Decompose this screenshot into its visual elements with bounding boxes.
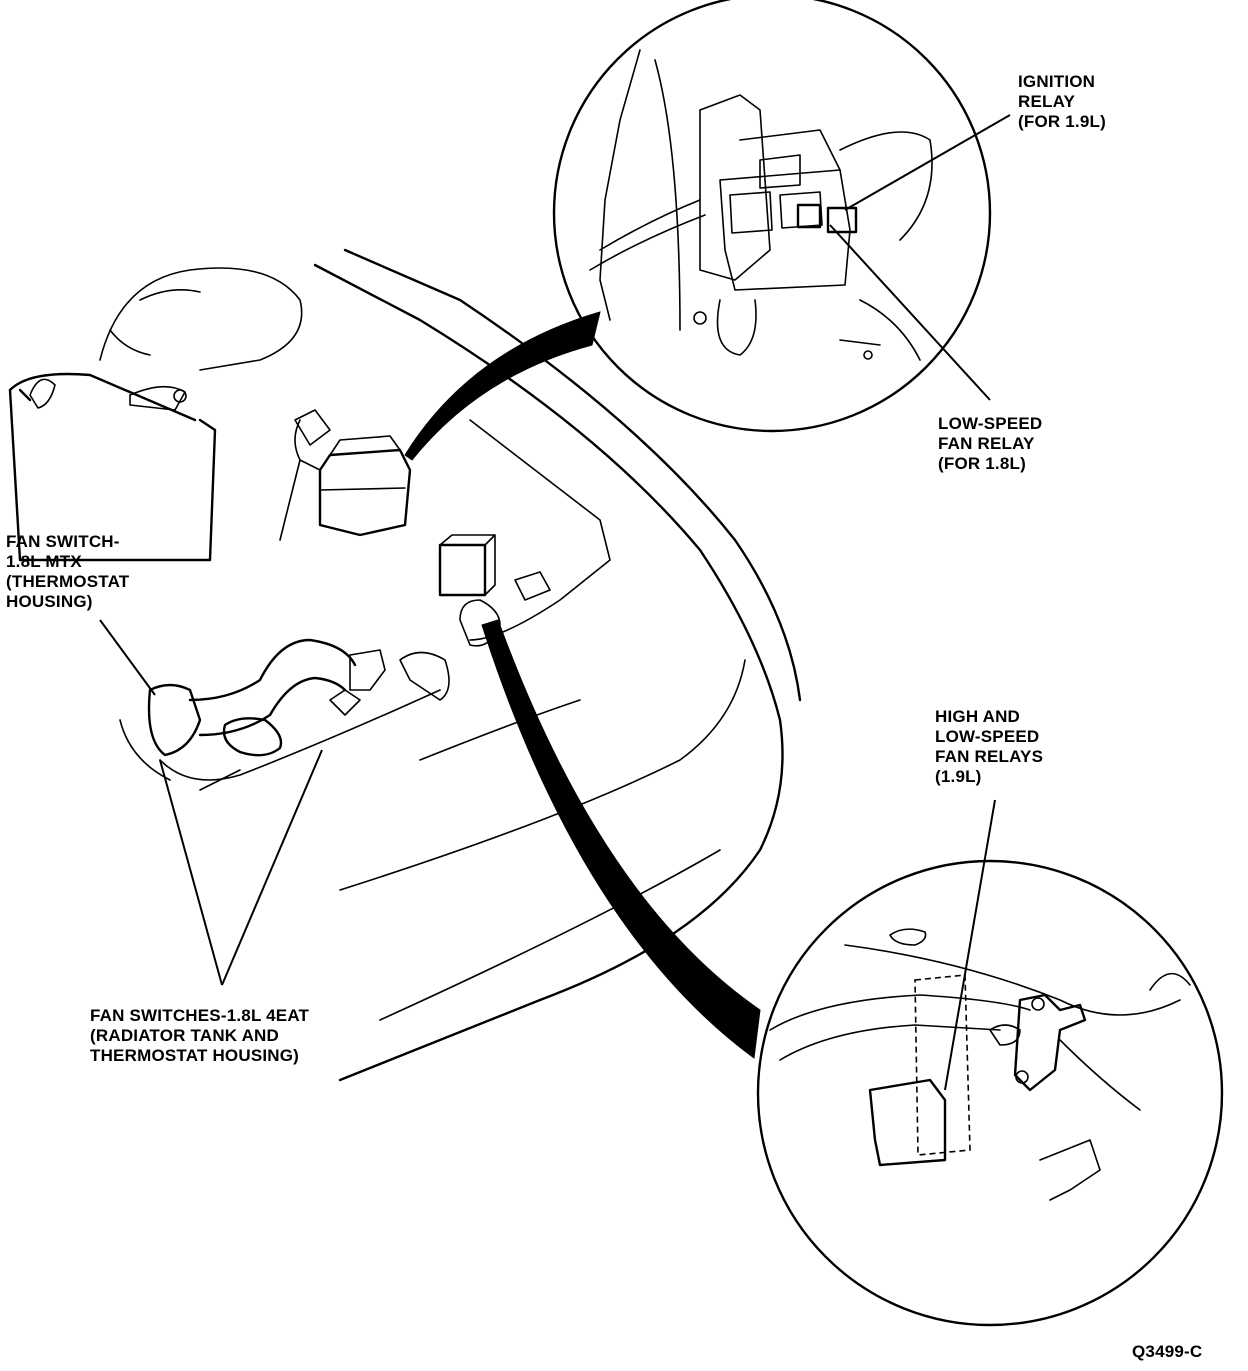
- label-fan-switch-mtx: FAN SWITCH- 1.8L MTX (THERMOSTAT HOUSING…: [6, 532, 130, 611]
- leader-ignition-relay: [844, 114, 1011, 211]
- label-high-low-fan-relays: HIGH AND LOW-SPEED FAN RELAYS (1.9L): [935, 707, 1044, 786]
- engine-relay-box: [279, 409, 412, 541]
- leader-low-speed-fan-relay: [829, 224, 991, 401]
- inset-circle-upper: [552, 0, 992, 433]
- radiator-hose-assembly: [119, 638, 450, 791]
- small-relays: [438, 534, 551, 647]
- lower-callout-band: [481, 619, 761, 1059]
- leader-high-low-fan-relays: [944, 799, 996, 1091]
- upper-callout-band: [404, 311, 601, 461]
- battery-drawing: [8, 267, 303, 562]
- leader-fan-switch-mtx: [99, 619, 156, 696]
- label-fan-switches-4eat: FAN SWITCHES-1.8L 4EAT (RADIATOR TANK AN…: [90, 1006, 310, 1065]
- fender-outline: [313, 248, 802, 1082]
- figure-code: Q3499-C: [1132, 1342, 1203, 1361]
- inset-circle-lower: [756, 859, 1224, 1327]
- leader-fan-switches-4eat-right: [221, 749, 323, 986]
- label-ignition-relay: IGNITION RELAY (FOR 1.9L): [1018, 72, 1106, 131]
- label-low-speed-fan-relay: LOW-SPEED FAN RELAY (FOR 1.8L): [938, 414, 1043, 473]
- leader-fan-switches-4eat-left: [159, 759, 223, 986]
